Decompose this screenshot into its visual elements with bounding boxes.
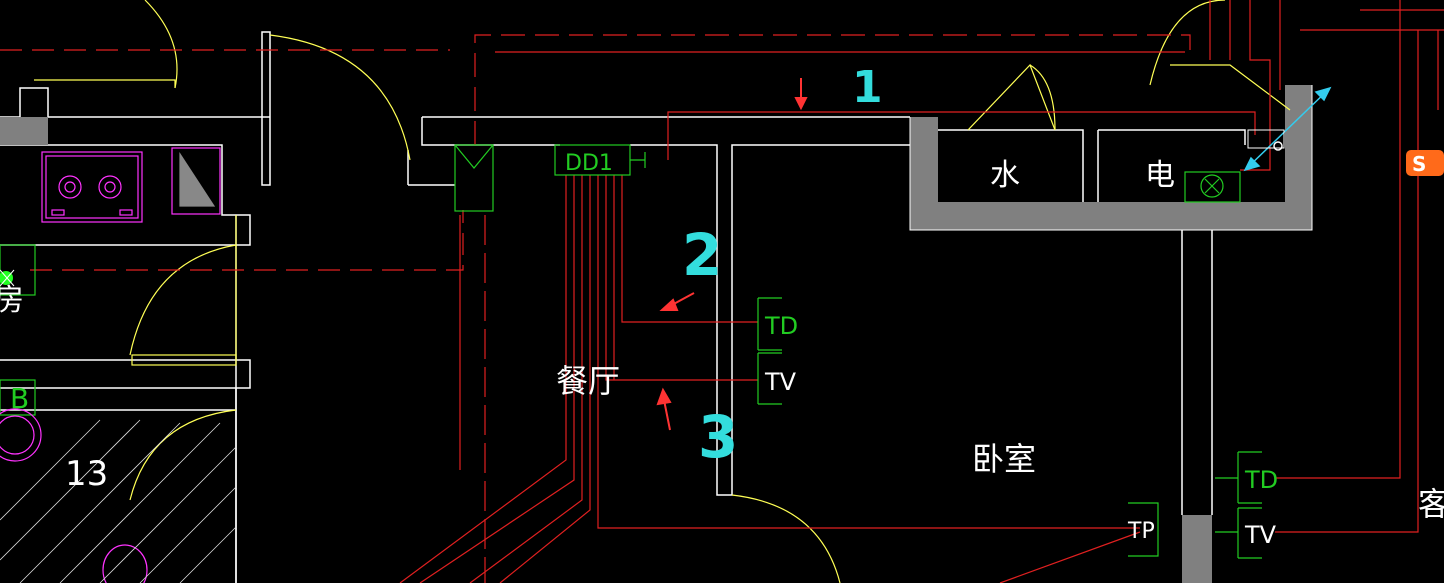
annotation-arrows — [656, 78, 808, 431]
label-water: 水 — [990, 158, 1020, 193]
kitchen-fixtures — [0, 147, 221, 583]
arrow-up-icon — [663, 399, 671, 431]
label-partial-bottom-tp: TP — [1127, 519, 1155, 544]
badge-letter: S — [1412, 152, 1426, 176]
input-method-badge[interactable]: S — [1406, 150, 1444, 176]
label-partial-right-room: 客 — [1418, 485, 1444, 523]
label-tv-middle: TV — [764, 368, 797, 396]
label-dining-room: 餐厅 — [556, 362, 620, 400]
annotation-number-2: 2 — [682, 221, 722, 289]
doors — [34, 0, 1291, 583]
label-td-middle: TD — [764, 312, 798, 340]
left-marker — [0, 269, 15, 287]
arrow-down-head-icon — [794, 97, 808, 111]
label-partial-left-13: 13 — [65, 454, 108, 494]
label-partial-left-room: 房 — [0, 283, 24, 318]
dimension-marker — [1243, 86, 1332, 172]
label-tv-right: TV — [1244, 521, 1277, 549]
stove — [41, 151, 143, 223]
electric-meter — [1184, 171, 1241, 203]
equipment — [0, 144, 1262, 559]
label-bedroom: 卧室 — [972, 440, 1036, 478]
label-td-right: TD — [1244, 466, 1278, 494]
shaft-outline — [909, 85, 1313, 231]
distribution-box-left — [454, 144, 494, 212]
label-dd1: DD1 — [565, 151, 613, 176]
label-partial-left-b: B — [10, 382, 29, 415]
range-hood — [171, 147, 221, 215]
shaft-structure — [0, 85, 1312, 583]
arrow-left-head-icon — [659, 298, 679, 311]
arrow-up-head-icon — [656, 387, 672, 406]
annotation-number-1: 1 — [852, 62, 883, 113]
floor-hatch — [0, 419, 237, 583]
label-electric: 电 — [1145, 158, 1175, 193]
annotation-number-3: 3 — [698, 403, 738, 471]
